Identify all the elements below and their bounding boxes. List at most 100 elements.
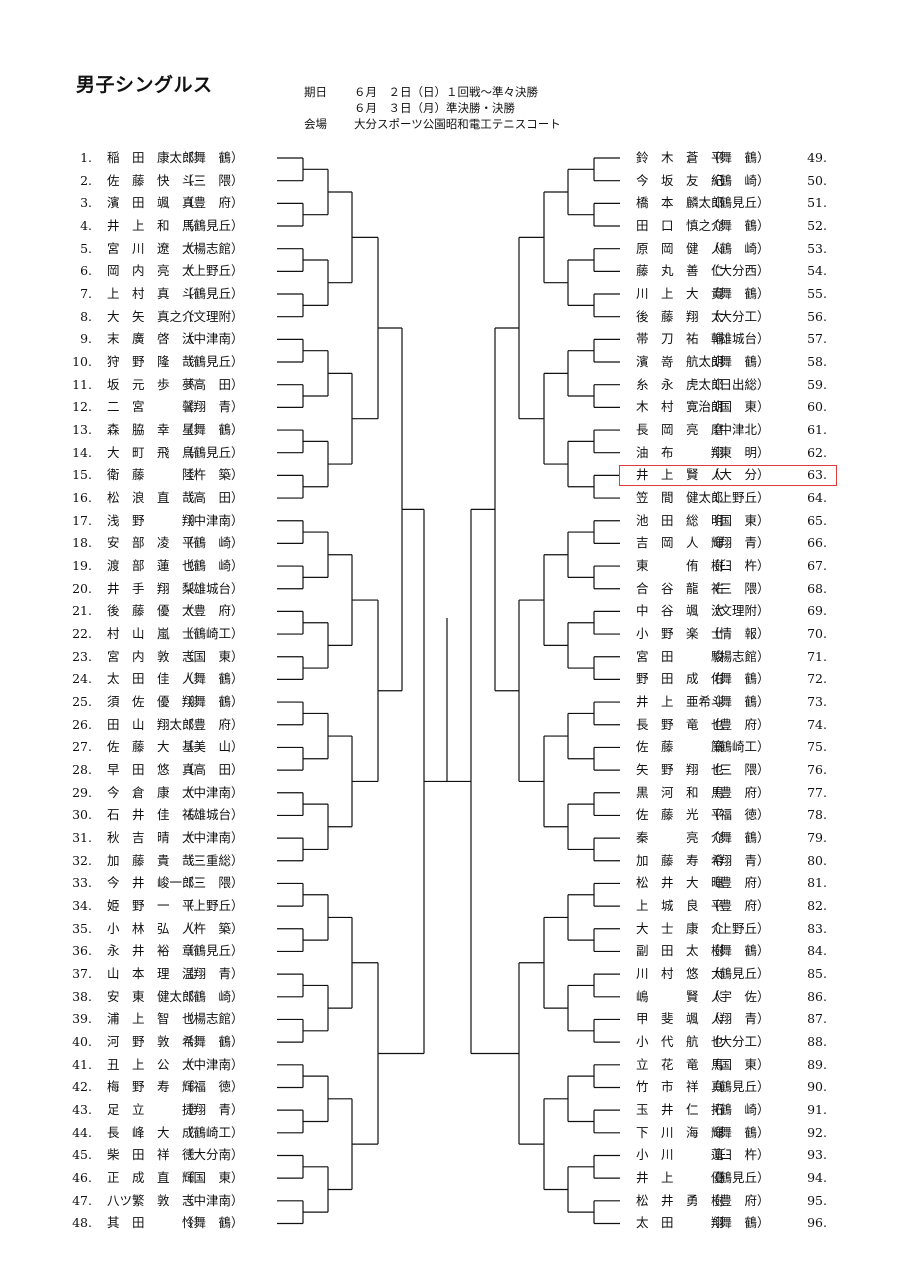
player-row: 宮 田 駿（楊志館）71.	[0, 646, 840, 668]
player-number: 14.	[72, 444, 92, 460]
player-number: 92.	[807, 1124, 827, 1140]
player-row: 3.濱 田 颯 真（豊 府）	[0, 192, 280, 214]
player-row: 嶋 賢 人（宇 佐）86.	[0, 986, 840, 1008]
player-row: 橋 本 麟太郎（鶴見丘）51.	[0, 192, 840, 214]
player-name: 後 藤 優 太	[107, 603, 195, 619]
player-number: 30.	[72, 807, 92, 823]
player-number: 83.	[807, 920, 827, 936]
player-row: 長 野 竜 也（豊 府）74.	[0, 714, 840, 736]
player-number: 64.	[807, 490, 827, 506]
player-name: 河 野 敦 希	[107, 1034, 195, 1050]
player-school: （鶴見丘）	[181, 218, 244, 233]
player-school: （舞 鶴）	[707, 150, 770, 165]
player-number: 67.	[807, 558, 827, 574]
player-row: 35.小 林 弘 人（杵 築）	[0, 918, 280, 940]
player-number: 44.	[72, 1124, 92, 1140]
player-school: （楊志館）	[707, 648, 770, 664]
player-name: 加 藤 貴 哉	[107, 852, 195, 868]
player-number: 73.	[807, 694, 827, 710]
player-row: 17.浅 野 翔（中津南）	[0, 510, 280, 532]
player-name: 井 手 翔 梨	[107, 580, 195, 596]
player-number: 45.	[72, 1147, 92, 1163]
highlight-box	[619, 464, 837, 486]
player-row: 21.後 藤 優 太（豊 府）	[0, 600, 280, 622]
player-school: （鶴見丘）	[707, 1170, 770, 1186]
player-name: 濱 田 颯 真	[107, 195, 195, 211]
player-row: 18.安 部 凌 平（鶴 崎）	[0, 532, 280, 554]
player-name: 原 岡 健 人	[636, 240, 724, 256]
player-school: （鶴 崎）	[707, 240, 770, 256]
player-school: （豊 府）	[181, 716, 244, 732]
player-name: 井 上 優	[636, 1170, 724, 1186]
player-row: 原 岡 健 人（鶴 崎）53.	[0, 238, 840, 260]
player-row: 井 上 賢 人（大 分）63.	[0, 464, 840, 486]
player-number: 12.	[72, 399, 92, 415]
player-number: 84.	[807, 943, 827, 959]
player-row: 9.末 廣 啓 汰（中津南）	[0, 328, 280, 350]
player-row: 28.早 田 悠 真（高 田）	[0, 759, 280, 781]
player-number: 38.	[72, 988, 92, 1004]
player-school: （雄城台）	[707, 331, 770, 347]
player-school: （上野丘）	[181, 263, 244, 279]
player-row: 矢 野 翔 也（三 隈）76.	[0, 759, 840, 781]
player-name: 柴 田 祥 徳	[107, 1147, 195, 1163]
player-number: 42.	[72, 1079, 92, 1095]
player-row: 48.其 田 怜（舞 鶴）	[0, 1212, 280, 1234]
player-name: 木 村 寛治朗	[636, 399, 724, 415]
player-row: 井 上 亜希斗（舞 鶴）73.	[0, 691, 840, 713]
player-name: 長 岡 亮 磨	[636, 422, 724, 438]
player-row: 笠 間 健太郎（上野丘）64.	[0, 487, 840, 509]
player-number: 91.	[807, 1102, 827, 1118]
player-row: 38.安 東 健太郎（鶴 崎）	[0, 986, 280, 1008]
player-row: 油 布 翔（東 明）62.	[0, 442, 840, 464]
player-row: 藤 丸 善 仁（大分西）54.	[0, 260, 840, 282]
player-school: （翔 青）	[707, 852, 770, 868]
player-number: 22.	[72, 626, 92, 642]
player-row: 1.稲 田 康太郎（舞 鶴）	[0, 147, 280, 169]
player-row: 13.森 脇 幸 星（舞 鶴）	[0, 419, 280, 441]
player-school: （福 徳）	[707, 807, 770, 823]
player-school: （中津南）	[181, 512, 244, 528]
player-school: （舞 鶴）	[707, 1124, 770, 1140]
player-row: 39.浦 上 智 也（楊志館）	[0, 1008, 280, 1030]
player-row: 29.今 倉 康 太（中津南）	[0, 782, 280, 804]
player-name: 佐 藤 光 平	[636, 807, 724, 823]
player-school: （大分南）	[181, 1147, 244, 1163]
player-number: 90.	[807, 1079, 827, 1095]
player-name: 山 本 理 温	[107, 966, 195, 982]
player-name: 竹 市 祥 真	[636, 1079, 724, 1095]
player-school: （国 東）	[181, 648, 244, 664]
player-number: 39.	[72, 1011, 92, 1027]
player-number: 27.	[72, 739, 92, 755]
player-row: 今 坂 友 紀（鶴 崎）50.	[0, 170, 840, 192]
player-number: 33.	[72, 875, 92, 891]
player-school: （国 東）	[707, 1056, 770, 1072]
player-number: 93.	[807, 1147, 827, 1163]
player-name: 東 侑 樹	[636, 558, 724, 574]
player-name: 宮 川 遼 太	[107, 240, 195, 256]
player-number: 18.	[72, 535, 92, 551]
player-number: 31.	[72, 830, 92, 846]
player-row: 10.狩 野 隆 哉（鶴見丘）	[0, 351, 280, 373]
player-school: （大 分）	[707, 467, 770, 483]
player-row: 36.永 井 裕 章（鶴見丘）	[0, 940, 280, 962]
player-school: （鶴 崎）	[181, 535, 244, 551]
player-row: 27.佐 藤 大 基（美 山）	[0, 736, 280, 758]
player-number: 61.	[807, 422, 827, 438]
player-number: 51.	[807, 195, 827, 211]
player-name: 正 成 直 輝	[107, 1170, 195, 1186]
player-row: 32.加 藤 貴 哉（三重総）	[0, 850, 280, 872]
player-name: 大 町 飛 鳥	[107, 444, 195, 460]
player-row: 24.太 田 佳 人（舞 鶴）	[0, 668, 280, 690]
player-school: （舞 鶴）	[707, 694, 770, 710]
player-row: 8.大 矢 真之介（文理附）	[0, 306, 280, 328]
player-school: （中津北）	[707, 422, 770, 438]
player-name: 帯 刀 祐 輔	[636, 331, 724, 347]
player-number: 62.	[807, 444, 827, 460]
player-row: 長 岡 亮 磨（中津北） 61.	[0, 419, 840, 441]
player-name: 村 山 嵐 士	[107, 626, 195, 642]
player-row: 田 口 慎之介（舞 鶴）52.	[0, 215, 840, 237]
player-number: 7.	[80, 286, 92, 302]
player-number: 76.	[807, 762, 827, 778]
player-school: （舞 鶴）	[707, 1215, 770, 1231]
